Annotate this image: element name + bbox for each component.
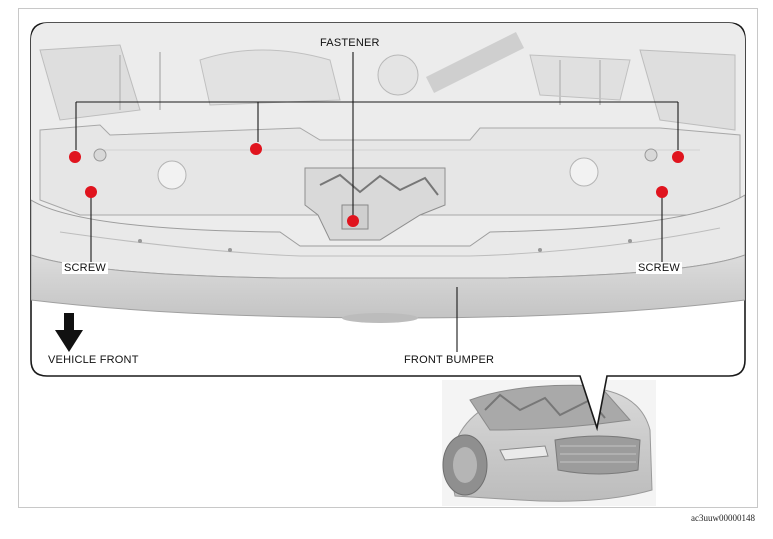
screw-marker-left <box>85 186 97 198</box>
fastener-leaders <box>75 52 679 215</box>
screw-marker-right <box>656 186 668 198</box>
screw-left-label: SCREW <box>62 262 108 274</box>
front-bumper-label: FRONT BUMPER <box>404 354 495 366</box>
screw-markers <box>85 186 668 198</box>
fastener-label: FASTENER <box>320 37 380 49</box>
down-arrow-icon <box>55 313 83 352</box>
vehicle-front-label: VEHICLE FRONT <box>48 354 139 366</box>
fastener-marker-center <box>347 215 359 227</box>
figure-id: ac3uuw00000148 <box>691 513 755 523</box>
vehicle-thumbnail <box>442 380 656 506</box>
screw-right-label: SCREW <box>636 262 682 274</box>
fastener-marker-left-center <box>250 143 262 155</box>
figure-frame <box>18 8 758 508</box>
fastener-marker-left <box>69 151 81 163</box>
fastener-marker-right <box>672 151 684 163</box>
fastener-markers <box>69 143 684 227</box>
bumper-illustration <box>31 23 745 323</box>
